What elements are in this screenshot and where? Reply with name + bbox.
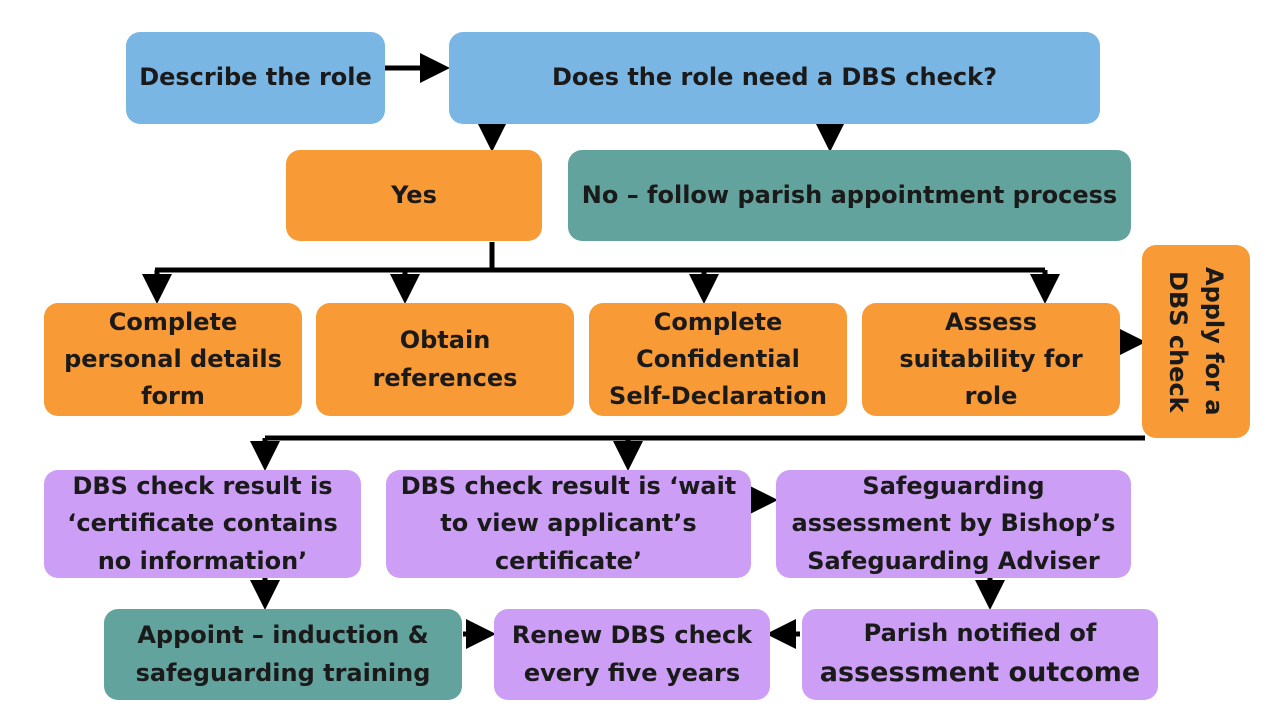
node-appoint: Appoint – induction & safeguarding train…: [104, 609, 462, 700]
node-label-line-1: Obtain: [399, 326, 491, 355]
node-label-line-1: Appoint – induction &: [137, 621, 429, 650]
node-assess-suitability: Assess suitability for role: [862, 303, 1120, 416]
node-dbs-question: Does the role need a DBS check?: [449, 32, 1100, 124]
node-label-line-1: Complete: [108, 307, 238, 336]
node-label-line-3: certificate’: [494, 546, 643, 575]
node-label: Describe the role: [139, 63, 372, 92]
node-label-line-3: role: [964, 382, 1018, 411]
node-label: No – follow parish appointment process: [581, 180, 1118, 209]
node-label-line-2: references: [372, 363, 518, 392]
node-label: Does the role need a DBS check?: [552, 63, 997, 92]
node-label: Yes: [391, 180, 437, 209]
node-label-line-1: DBS check result is: [72, 472, 333, 501]
node-renew-dbs: Renew DBS check every five years: [494, 609, 770, 700]
node-label-line-2: to view applicant’s: [440, 509, 697, 538]
node-label: Apply for a DBS check: [1164, 267, 1228, 416]
node-label-line-1: Parish notified of: [863, 618, 1097, 647]
node-result-wait: DBS check result is ‘wait to view applic…: [386, 470, 751, 578]
node-parish-notified: Parish notified of assessment outcome: [802, 609, 1158, 700]
node-personal-details: Complete personal details form: [44, 303, 302, 416]
node-label-line-2: safeguarding training: [135, 658, 431, 687]
node-safeguarding-assessment: Safeguarding assessment by Bishop’s Safe…: [776, 470, 1131, 578]
node-label-line-1: Assess: [945, 307, 1037, 336]
node-label-line-2: personal details: [64, 344, 282, 373]
node-label-line-2: suitability for: [899, 344, 1083, 373]
node-label-line-2: assessment by Bishop’s: [791, 509, 1116, 538]
node-label-line-3: no information’: [97, 546, 308, 575]
node-label-line-1: Renew DBS check: [511, 621, 753, 650]
node-label-line-3: form: [141, 382, 205, 411]
node-label-line-1: Safeguarding: [862, 472, 1045, 501]
node-label-line-2: ‘certificate contains: [67, 509, 338, 538]
node-apply-dbs: Apply for a DBS check: [1142, 245, 1250, 438]
node-label-line-2: every five years: [523, 658, 741, 687]
node-label-line-1: DBS check result is ‘wait: [400, 472, 737, 501]
node-label-line-1: Complete: [653, 307, 783, 336]
node-yes: Yes: [286, 150, 542, 241]
node-label-line-3: Safeguarding Adviser: [807, 546, 1100, 575]
node-result-no-information: DBS check result is ‘certificate contain…: [44, 470, 361, 578]
node-label-line-3: Self-Declaration: [609, 382, 827, 411]
node-no-parish-process: No – follow parish appointment process: [568, 150, 1131, 241]
node-self-declaration: Complete Confidential Self-Declaration: [589, 303, 847, 416]
node-obtain-references: Obtain references: [316, 303, 574, 416]
node-label-line-2: Confidential: [636, 344, 800, 373]
node-label-line-2: assessment outcome: [819, 657, 1141, 689]
node-describe-role: Describe the role: [126, 32, 385, 124]
